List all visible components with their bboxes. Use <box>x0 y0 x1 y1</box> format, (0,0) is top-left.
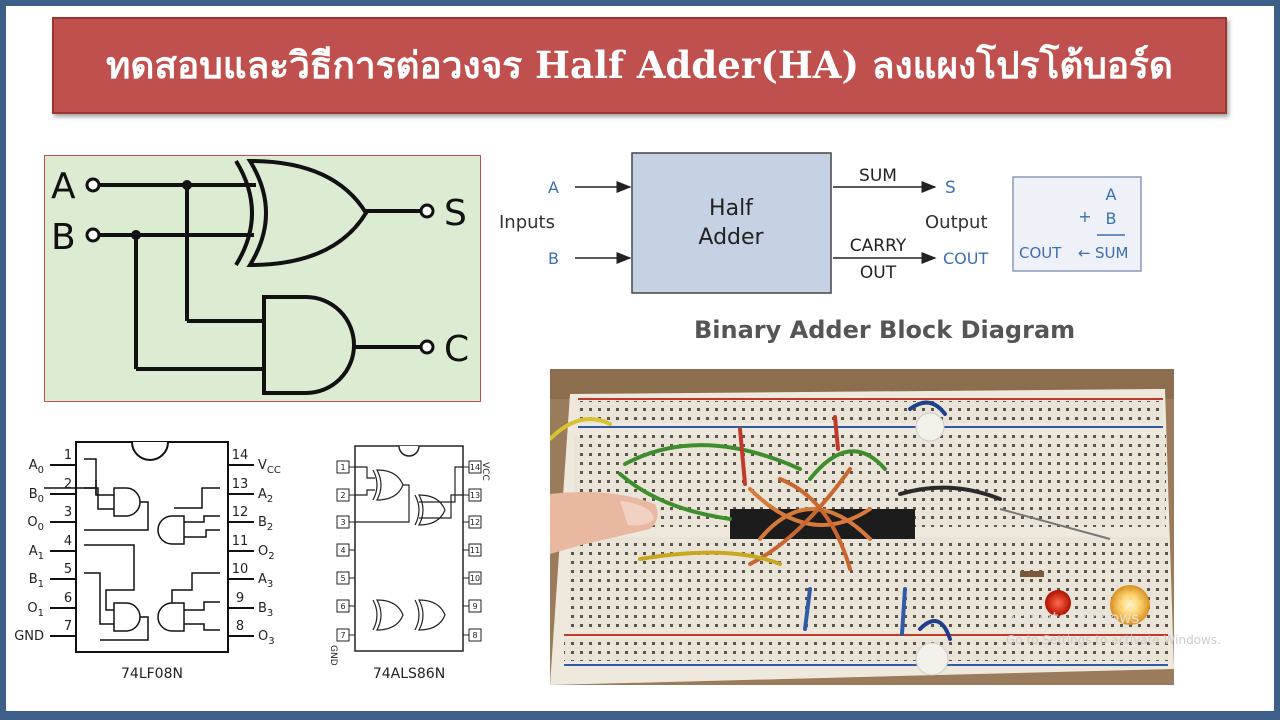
ic-xor-pin-number: 7 <box>340 631 345 640</box>
ic-and-pin-number: 4 <box>64 534 72 549</box>
in-a-label: A <box>548 178 559 197</box>
block-diagram-caption: Binary Adder Block Diagram <box>694 316 1076 344</box>
ic-xor-pin-number: 5 <box>340 574 345 583</box>
ic-and-pin-label: B3 <box>258 601 273 619</box>
ic-xor-vcc: VCC <box>480 462 490 481</box>
breadboard-photo <box>550 369 1174 685</box>
ic-xor-pin-number: 6 <box>340 602 345 611</box>
ic-xor-pin-number: 9 <box>472 602 477 611</box>
ic-and-pin-label: GND <box>14 629 44 644</box>
block-label-1: Half <box>709 196 754 221</box>
output-s-label: S <box>444 193 467 234</box>
output-label: Output <box>925 212 988 233</box>
ic-xor-pin-number: 14 <box>470 463 480 472</box>
eq-cout: COUT <box>1019 244 1062 262</box>
ic-and-pin-label: O1 <box>27 601 44 619</box>
ic-and-pin-label: A2 <box>258 487 273 505</box>
ic-and-pin-label: A1 <box>29 544 44 562</box>
inputs-label: Inputs <box>499 212 555 233</box>
ic-and-pin-label: B0 <box>29 487 44 505</box>
xor-back-curve <box>234 159 254 267</box>
sum-label: SUM <box>859 166 897 186</box>
cout-label: COUT <box>943 249 988 268</box>
ic-xor-gnd: GND <box>328 645 338 666</box>
ic-and-pin-number: 1 <box>64 448 72 463</box>
ic-and-pin-number: 8 <box>236 619 244 634</box>
ic-and-pin-number: 11 <box>232 534 249 549</box>
ic-and-pin-label: B1 <box>29 572 44 590</box>
ic-and-pin-number: 9 <box>236 591 244 606</box>
and-body <box>262 295 356 395</box>
ic-xor-pin-number: 4 <box>340 546 345 555</box>
carry-label: CARRY <box>850 236 907 256</box>
title-banner: ทดสอบและวิธีการต่อวงจร Half Adder(HA) ลง… <box>52 17 1227 114</box>
ic-xor-pin-number: 10 <box>470 574 480 583</box>
ic-xor-pin-number: 11 <box>470 546 480 555</box>
ic-and-pin-number: 6 <box>64 591 72 606</box>
block-diagram: Half Adder A B Inputs SUM CARRY OUT S Ou… <box>495 148 1155 308</box>
ic-xor-pin-number: 12 <box>470 518 480 527</box>
output-c-label: C <box>444 329 469 370</box>
ic-and-pin-number: 13 <box>232 477 249 492</box>
ic-and-pin-number: 2 <box>64 477 72 492</box>
ic-and-pin-label: A3 <box>258 572 273 590</box>
eq-plus: + <box>1078 207 1091 226</box>
ic-and-pin-number: 3 <box>64 505 72 520</box>
input-b-label: B <box>51 217 76 258</box>
ic-xor-pin-number: 3 <box>340 518 345 527</box>
out-label: OUT <box>860 263 897 283</box>
eq-a: A <box>1106 185 1117 204</box>
eq-arrow: ← <box>1078 244 1091 262</box>
lit-led <box>1110 585 1150 625</box>
ic-and-pin-number: 7 <box>64 619 72 634</box>
red-led <box>1045 590 1071 616</box>
s-label: S <box>945 178 956 198</box>
watermark-line2: Go to Settings to activate Windows. <box>1006 633 1221 647</box>
slide-title: ทดสอบและวิธีการต่อวงจร Half Adder(HA) ลง… <box>106 43 1173 87</box>
half-adder-block <box>631 152 832 294</box>
input-a-label: A <box>51 166 76 207</box>
watermark-line1: Activate Windows <box>1006 609 1140 627</box>
ic-and-pin-number: 12 <box>232 505 249 520</box>
ic-and-pin-label: O2 <box>258 544 275 562</box>
half-adder-circuit: A B S C <box>44 155 481 402</box>
eq-sum: SUM <box>1095 244 1128 262</box>
eq-b: B <box>1106 209 1117 228</box>
xor-body <box>246 158 369 268</box>
ic-xor-pin-number: 1 <box>340 463 345 472</box>
ic-xor-pin-number: 8 <box>472 631 477 640</box>
ic-xor-name: 74ALS86N <box>373 666 445 682</box>
ic-and-pin-label: B2 <box>258 515 273 533</box>
block-label-2: Adder <box>698 225 764 250</box>
ic-and-pin-label: O3 <box>258 629 275 647</box>
ic-and-pin-label: VCC <box>258 458 281 476</box>
ic-and-pin-label: A0 <box>29 458 44 476</box>
ic-and-pin-number: 5 <box>64 562 72 577</box>
ic-and-pin-number: 10 <box>232 562 249 577</box>
equation-box <box>1012 176 1142 272</box>
ic-and-name: 74LF08N <box>121 666 183 682</box>
in-b-label: B <box>548 249 559 268</box>
ic-and-pin-number: 14 <box>232 448 249 463</box>
ic-xor-pin-number: 13 <box>470 491 480 500</box>
ic-xor-pin-number: 2 <box>340 491 345 500</box>
ic-and-pin-label: O0 <box>27 515 44 533</box>
